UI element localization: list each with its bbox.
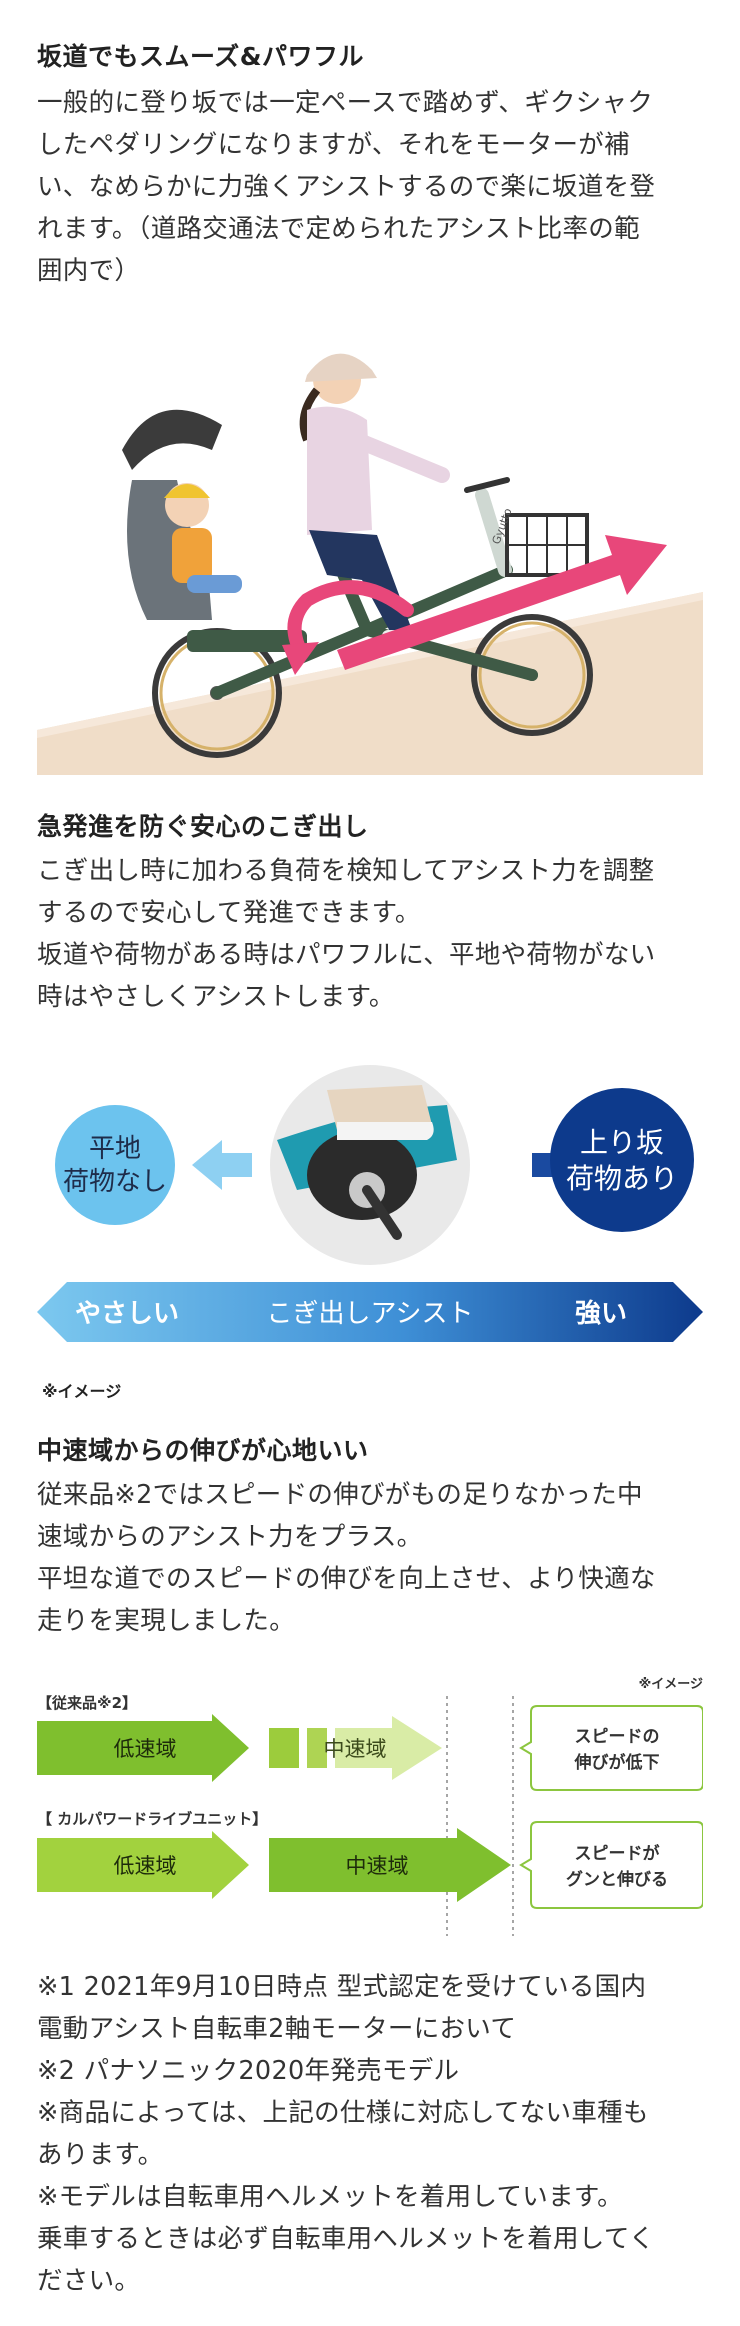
footnote-line: 電動アシスト自転車2軸モーターにおいて <box>37 2014 517 2044</box>
bar-strong-label: 強い <box>575 1299 627 1329</box>
body-line: 時はやさしくアシストします。 <box>37 982 395 1012</box>
footnote-line: ※商品によっては、上記の仕様に対応してない車種も <box>37 2098 649 2128</box>
left-arrow-icon <box>192 1140 252 1190</box>
mid-speed-label: 中速域 <box>346 1854 409 1878</box>
section-start: 急発進を防ぐ安心のこぎ出し こぎ出し時に加わる負荷を検知してアシスト力を調整 す… <box>37 808 703 1018</box>
image-note: ※イメージ <box>639 1677 703 1692</box>
assist-arrow <box>337 535 667 670</box>
uphill-label: 上り坂 <box>580 1126 664 1159</box>
speed-drop-callout <box>519 1705 704 1791</box>
section-body: こぎ出し時に加わる負荷を検知してアシスト力を調整 するので安心して発進できます。… <box>37 850 703 1018</box>
conventional-low-arrow <box>37 1714 249 1782</box>
no-load-label: 荷物なし <box>63 1167 167 1197</box>
conventional-mid-block <box>269 1728 299 1768</box>
body-line: い、なめらかに力強くアシストするので楽に坂道を登 <box>37 172 656 202</box>
footnote-line: ※モデルは自転車用ヘルメットを着用しています。 <box>37 2182 623 2212</box>
mid-speed-label: 中速域 <box>324 1737 387 1761</box>
pedal-arrow <box>287 580 414 655</box>
assist-level-bar <box>37 1282 703 1342</box>
new-mid-arrow <box>269 1828 511 1902</box>
body-line: 速域からのアシスト力をプラス。 <box>37 1522 423 1552</box>
footnote-line: あります。 <box>37 2140 164 2170</box>
section-heading: 急発進を防ぐ安心のこぎ出し <box>37 812 369 841</box>
body-line: したペダリングになりますが、それをモーターが補 <box>37 130 630 160</box>
conventional-mid-block <box>307 1728 327 1768</box>
callout-text: スピードの <box>575 1727 660 1747</box>
new-low-arrow <box>37 1831 249 1899</box>
body-line: こぎ出し時に加わる負荷を検知してアシスト力を調整 <box>37 856 655 886</box>
bar-gentle-label: やさしい <box>75 1299 179 1329</box>
body-line: 坂道や荷物がある時はパワフルに、平地や荷物がない <box>37 940 656 970</box>
body-line: 走りを実現しました。 <box>37 1606 296 1636</box>
footnote-line: ださい。 <box>37 2266 141 2296</box>
conventional-mid-arrow <box>335 1716 442 1780</box>
speed-range-svg: ※イメージ 【従来品※2】 低速域 中速域 スピードの 伸びが低下 【 カルパワ… <box>37 1677 704 1936</box>
footnotes: ※1 2021年9月10日時点 型式認定を受けている国内 電動アシスト自転車2軸… <box>37 1966 703 2302</box>
low-speed-label: 低速域 <box>114 1737 177 1761</box>
callout-text: グンと伸びる <box>566 1869 668 1890</box>
start-assist-svg: 平地 荷物なし 上り坂 荷物あり やさしい こぎ出しアシスト 強い <box>37 1065 703 1342</box>
front-wheel <box>471 614 593 736</box>
callout-text: スピードが <box>575 1843 660 1864</box>
rider-pants <box>309 530 412 635</box>
conventional-label: 【従来品※2】 <box>37 1694 137 1712</box>
section-heading: 中速域からの伸びが心地いい <box>37 1436 369 1465</box>
body-line: 一般的に登り坂では一定ペースで踏めず、ギクシャク <box>37 88 654 118</box>
section-body: 従来品※2ではスピードの伸びがもの足りなかった中 速域からのアシスト力をプラス。… <box>37 1474 703 1642</box>
footnote-line: ※2 パナソニック2020年発売モデル <box>37 2056 460 2086</box>
callout-text: 伸びが低下 <box>574 1752 660 1773</box>
image-note: ※イメージ <box>42 1382 122 1401</box>
loaded-label: 荷物あり <box>566 1162 678 1195</box>
start-assist-diagram: 平地 荷物なし 上り坂 荷物あり やさしい こぎ出しアシスト 強い <box>37 1050 703 1370</box>
footnote-line: 乗車するときは必ず自転車用ヘルメットを着用してく <box>37 2224 655 2254</box>
section-mid-speed: 中速域からの伸びが心地いい 従来品※2ではスピードの伸びがもの足りなかった中 速… <box>37 1432 703 1642</box>
speed-range-diagram: ※イメージ 【従来品※2】 低速域 中速域 スピードの 伸びが低下 【 カルパワ… <box>37 1676 704 1956</box>
body-line: れます。（道路交通法で定められたアシスト比率の範 <box>37 214 640 244</box>
section-heading: 坂道でもスムーズ&パワフル <box>37 42 365 71</box>
speed-boost-callout <box>519 1821 704 1909</box>
section-slope: 坂道でもスムーズ&パワフル 一般的に登り坂では一定ペースで踏めず、ギクシャク し… <box>37 38 703 292</box>
rider-top <box>307 406 372 535</box>
section-body: 一般的に登り坂では一定ペースで踏めず、ギクシャク したペダリングになりますが、そ… <box>37 82 703 292</box>
body-line: 従来品※2ではスピードの伸びがもの足りなかった中 <box>37 1480 643 1510</box>
footnote-line: ※1 2021年9月10日時点 型式認定を受けている国内 <box>37 1972 647 2002</box>
slope-floor <box>37 592 703 775</box>
flat-no-load-circle <box>55 1105 175 1225</box>
body-line: するので安心して発進できます。 <box>37 898 421 928</box>
body-line: 平坦な道でのスピードの伸びを向上させ、より快適な <box>37 1564 656 1594</box>
low-speed-label: 低速域 <box>114 1854 177 1878</box>
bar-center-label: こぎ出しアシスト <box>267 1299 474 1329</box>
new-unit-label: 【 カルパワードライブユニット】 <box>37 1810 267 1828</box>
slope-photo-illustration: Gyutto <box>37 353 703 775</box>
flat-label: 平地 <box>89 1134 141 1164</box>
child-seat-canopy <box>122 409 222 470</box>
slope-photo: Gyutto <box>37 330 703 775</box>
uphill-loaded-circle <box>550 1088 694 1232</box>
body-line: 囲内で） <box>37 256 141 286</box>
